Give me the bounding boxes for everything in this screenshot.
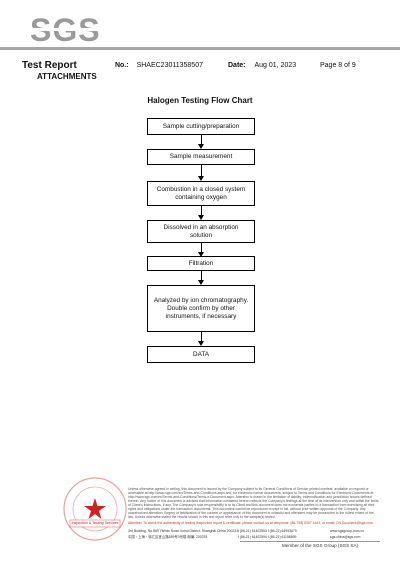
footer-rule xyxy=(240,541,380,542)
report-no-label: No.: xyxy=(115,62,129,69)
flow-chart-title: Halogen Testing Flow Chart xyxy=(147,96,253,105)
seal-text: Inspection & Testing Services xyxy=(71,521,119,525)
disclaimer-text: Unless otherwise agreed in writing, this… xyxy=(128,487,379,519)
address-en: 3rd Building, No.889 Yishan Road Xuhui D… xyxy=(128,529,239,533)
arrow-down-icon xyxy=(198,176,204,181)
arrow-down-icon xyxy=(198,341,204,346)
date-label: Date: xyxy=(228,62,246,69)
page-number: Page 8 of 9 xyxy=(320,62,356,69)
step-sample-measurement: Sample measurement xyxy=(147,149,255,165)
address-cn: 中国・上海・徐汇区宜山路889号3号楼 邮编: 200233 xyxy=(128,535,208,539)
email-link[interactable]: sgs.china@sgs.com xyxy=(330,535,361,539)
arrow-down-icon xyxy=(198,280,204,285)
report-date: Date: Aug 01, 2023 xyxy=(228,62,296,69)
step-dissolved: Dissolved in an absorption solution xyxy=(147,220,255,243)
step-ion-chromatography: Analyzed by ion chromatography. Double c… xyxy=(147,285,255,332)
testing-seal: Inspection & Testing Services xyxy=(62,476,128,542)
connector-6 xyxy=(201,332,202,342)
connector-2 xyxy=(201,165,202,177)
attachments-label: ATTACHMENTS xyxy=(37,72,97,81)
website-link[interactable]: www.sgsgroup.com.cn xyxy=(330,529,364,533)
report-title: Test Report xyxy=(22,60,77,71)
connector-3 xyxy=(201,206,202,216)
phone-en: t (86-21) 61402553 f (86-21) 64953679 xyxy=(238,529,297,533)
sgs-logo: SGS xyxy=(30,13,108,47)
arrow-down-icon xyxy=(198,215,204,220)
step-sample-cutting: Sample cutting/preparation xyxy=(147,118,255,135)
connector-4 xyxy=(201,243,202,253)
member-text: Member of the SGS Group (SGS SA) xyxy=(282,543,359,548)
arrow-down-icon xyxy=(198,144,204,149)
date-value: Aug 01, 2023 xyxy=(254,62,297,69)
attention-text: Attention: To check the authenticity of … xyxy=(128,521,373,525)
connector-5 xyxy=(201,271,202,281)
report-no-value: SHAEC23011358507 xyxy=(136,62,203,69)
step-data: DATA xyxy=(147,346,255,363)
arrow-down-icon xyxy=(198,252,204,257)
header-rule xyxy=(0,47,400,50)
seal-icon xyxy=(63,477,127,541)
logo-band xyxy=(30,28,108,31)
connector-1 xyxy=(201,135,202,145)
step-filtration: Filtration xyxy=(147,256,255,271)
phone-cn: t (86-21) 61402594 f (86-21) 61156899 xyxy=(238,535,297,539)
report-no: No.: SHAEC23011358507 xyxy=(115,62,203,69)
step-combustion: Combustion in a closed system containing… xyxy=(147,181,255,206)
